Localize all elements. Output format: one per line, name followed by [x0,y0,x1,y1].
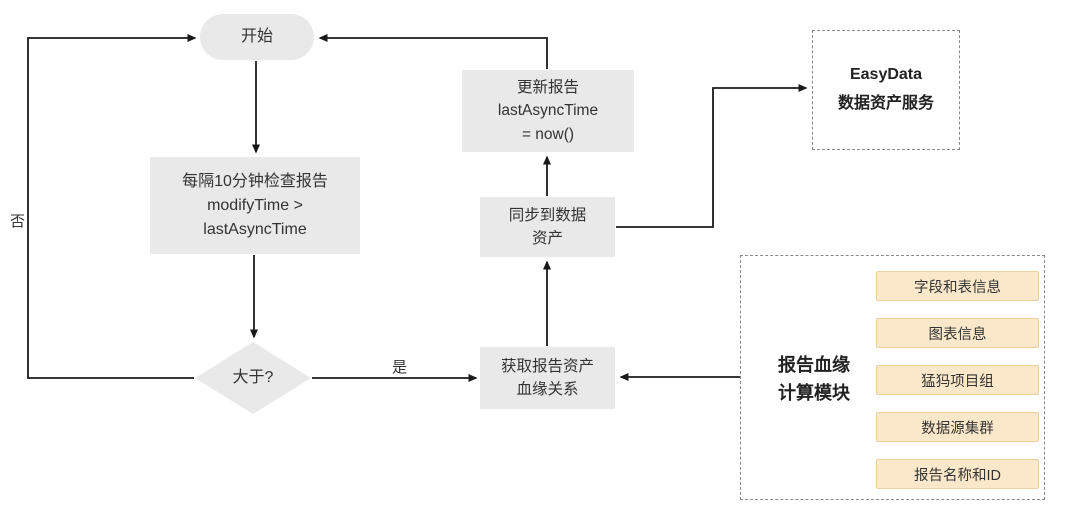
module-item-report-id: 报告名称和ID [876,459,1039,489]
node-check-line-1: 每隔10分钟检查报告 [182,172,328,190]
node-fetch-lineage: 获取报告资产 血缘关系 [480,347,615,409]
node-sync-to-assets: 同步到数据 资产 [480,197,615,257]
easydata-service-box: EasyData 数据资产服务 [812,30,960,150]
module-item-fields: 字段和表信息 [876,271,1039,301]
module-title-line-1: 报告血缘 [778,355,850,375]
lineage-module-title: 报告血缘 计算模块 [759,352,869,408]
arrow-decision-no-loop-to-start [27,34,197,379]
node-update-report: 更新报告 lastAsyncTime = now() [462,70,634,152]
node-sync-line-1: 同步到数据 [508,206,587,224]
node-fetch-line-2: 血缘关系 [516,381,579,398]
module-title-line-2: 计算模块 [778,382,850,403]
module-item-chart-info: 图表信息 [876,318,1039,348]
node-sync-line-2: 资产 [531,230,563,247]
node-check-line-3: lastAsyncTime [203,220,307,238]
module-item-mammoth: 猛犸项目组 [876,365,1039,395]
node-fetch-line-1: 获取报告资产 [500,357,594,375]
node-update-line-2: lastAsyncTime [497,102,599,120]
node-decision-label: 大于? [232,369,274,386]
module-item-datasource: 数据源集群 [876,412,1039,442]
easydata-line-1: EasyData [849,66,923,84]
lineage-module-box: 报告血缘 计算模块 字段和表信息 图表信息 猛犸项目组 数据源集群 报告名称和I… [740,255,1045,500]
node-check-line-2: modifyTime > [207,196,303,214]
arrow-sync-to-easydata [616,84,808,228]
node-start: 开始 [200,14,314,60]
edge-label-no: 否 [10,213,26,230]
node-update-line-3: = now() [521,125,575,143]
node-check-interval: 每隔10分钟检查报告 modifyTime > lastAsyncTime [150,157,360,254]
easydata-line-2: 数据资产服务 [837,95,934,112]
arrow-update-loop-to-start [318,34,548,69]
node-update-line-1: 更新报告 [516,79,579,97]
edge-label-yes: 是 [392,359,408,376]
